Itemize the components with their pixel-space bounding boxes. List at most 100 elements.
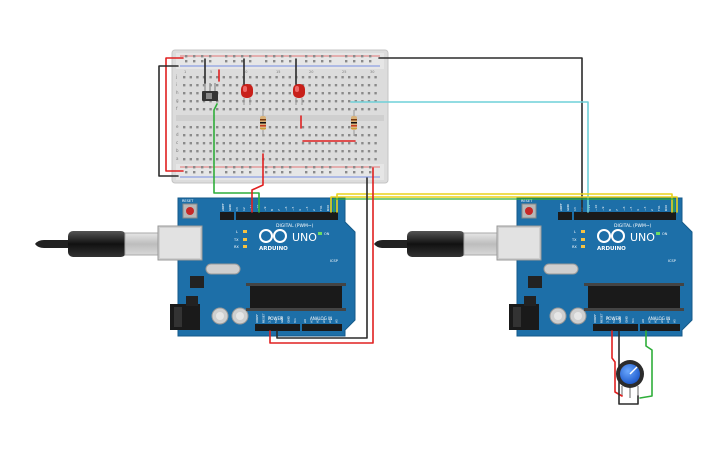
breadboard-hole[interactable] [189, 158, 192, 161]
breadboard-hole[interactable] [216, 84, 219, 87]
potentiometer-icon[interactable] [616, 360, 644, 398]
breadboard-hole[interactable] [341, 108, 344, 111]
breadboard-hole[interactable] [321, 84, 324, 87]
red-wire[interactable] [165, 57, 184, 172]
breadboard-hole[interactable] [275, 84, 278, 87]
breadboard-hole[interactable] [235, 158, 239, 161]
breadboard-hole[interactable] [281, 166, 284, 169]
breadboard-hole[interactable] [183, 76, 186, 79]
breadboard-hole[interactable] [334, 92, 338, 95]
breadboard-hole[interactable] [354, 84, 357, 87]
breadboard-hole[interactable] [315, 126, 318, 129]
breadboard-hole[interactable] [196, 126, 199, 129]
breadboard-hole[interactable] [282, 158, 285, 161]
breadboard-hole[interactable] [321, 100, 324, 103]
breadboard-hole[interactable] [348, 108, 351, 111]
breadboard-hole[interactable] [183, 134, 186, 137]
breadboard-hole[interactable] [282, 126, 285, 129]
breadboard-hole[interactable] [282, 134, 285, 137]
breadboard-hole[interactable] [334, 76, 338, 79]
breadboard-hole[interactable] [315, 158, 318, 161]
breadboard-hole[interactable] [281, 171, 284, 174]
breadboard-hole[interactable] [288, 134, 291, 137]
breadboard-hole[interactable] [321, 108, 324, 111]
breadboard-hole[interactable] [242, 158, 245, 161]
breadboard-hole[interactable] [354, 142, 357, 145]
breadboard-hole[interactable] [321, 126, 324, 129]
breadboard-hole[interactable] [183, 142, 186, 145]
breadboard-hole[interactable] [255, 100, 258, 103]
breadboard-hole[interactable] [295, 134, 298, 137]
breadboard-hole[interactable] [216, 150, 219, 153]
breadboard-hole[interactable] [334, 158, 338, 161]
breadboard-hole[interactable] [367, 150, 371, 153]
breadboard-hole[interactable] [367, 126, 371, 129]
breadboard-hole[interactable] [288, 108, 291, 111]
breadboard-hole[interactable] [183, 158, 186, 161]
breadboard-hole[interactable] [282, 142, 285, 145]
breadboard-hole[interactable] [308, 142, 311, 145]
breadboard-hole[interactable] [202, 76, 206, 79]
breadboard-hole[interactable] [196, 92, 199, 95]
breadboard-hole[interactable] [216, 142, 219, 145]
breadboard-hole[interactable] [242, 126, 245, 129]
breadboard-hole[interactable] [209, 55, 212, 58]
breadboard-hole[interactable] [209, 76, 212, 79]
breadboard-hole[interactable] [348, 92, 351, 95]
breadboard-hole[interactable] [235, 76, 239, 79]
breadboard-hole[interactable] [374, 142, 377, 145]
breadboard-hole[interactable] [196, 150, 199, 153]
breadboard-hole[interactable] [308, 150, 311, 153]
breadboard-hole[interactable] [275, 150, 278, 153]
breadboard-hole[interactable] [265, 60, 268, 63]
breadboard-hole[interactable] [328, 108, 331, 111]
breadboard-hole[interactable] [255, 84, 258, 87]
red-wire[interactable] [251, 153, 264, 213]
breadboard-hole[interactable] [229, 92, 232, 95]
breadboard-hole[interactable] [348, 150, 351, 153]
breadboard-hole[interactable] [229, 76, 232, 79]
green-wire[interactable] [333, 198, 675, 213]
breadboard-hole[interactable] [301, 100, 305, 103]
breadboard-hole[interactable] [301, 158, 305, 161]
breadboard-hole[interactable] [354, 134, 357, 137]
breadboard-hole[interactable] [308, 108, 311, 111]
breadboard-hole[interactable] [209, 108, 212, 111]
breadboard-hole[interactable] [193, 171, 196, 174]
breadboard-hole[interactable] [321, 76, 324, 79]
breadboard-hole[interactable] [255, 92, 258, 95]
breadboard-hole[interactable] [202, 150, 206, 153]
breadboard-hole[interactable] [268, 92, 272, 95]
breadboard-hole[interactable] [308, 84, 311, 87]
breadboard-hole[interactable] [301, 134, 305, 137]
breadboard-hole[interactable] [367, 108, 371, 111]
breadboard-hole[interactable] [249, 108, 252, 111]
breadboard-hole[interactable] [367, 158, 371, 161]
breadboard-hole[interactable] [193, 55, 196, 58]
breadboard-hole[interactable] [262, 150, 265, 153]
breadboard-hole[interactable] [255, 142, 258, 145]
breadboard-hole[interactable] [275, 108, 278, 111]
breadboard-hole[interactable] [361, 126, 364, 129]
breadboard-hole[interactable] [202, 134, 206, 137]
breadboard-hole[interactable] [295, 158, 298, 161]
breadboard-hole[interactable] [216, 134, 219, 137]
breadboard-hole[interactable] [262, 108, 265, 111]
breadboard-hole[interactable] [262, 100, 265, 103]
breadboard-hole[interactable] [189, 84, 192, 87]
breadboard-hole[interactable] [229, 158, 232, 161]
breadboard-hole[interactable] [216, 158, 219, 161]
breadboard-hole[interactable] [281, 60, 284, 63]
breadboard-hole[interactable] [262, 142, 265, 145]
breadboard-hole[interactable] [189, 134, 192, 137]
breadboard-hole[interactable] [282, 76, 285, 79]
breadboard-hole[interactable] [193, 166, 196, 169]
breadboard-hole[interactable] [185, 166, 188, 169]
breadboard-hole[interactable] [235, 150, 239, 153]
breadboard-hole[interactable] [374, 134, 377, 137]
breadboard-hole[interactable] [225, 55, 228, 58]
breadboard-hole[interactable] [268, 142, 272, 145]
breadboard-hole[interactable] [183, 100, 186, 103]
breadboard-hole[interactable] [374, 158, 377, 161]
breadboard-hole[interactable] [222, 76, 225, 79]
